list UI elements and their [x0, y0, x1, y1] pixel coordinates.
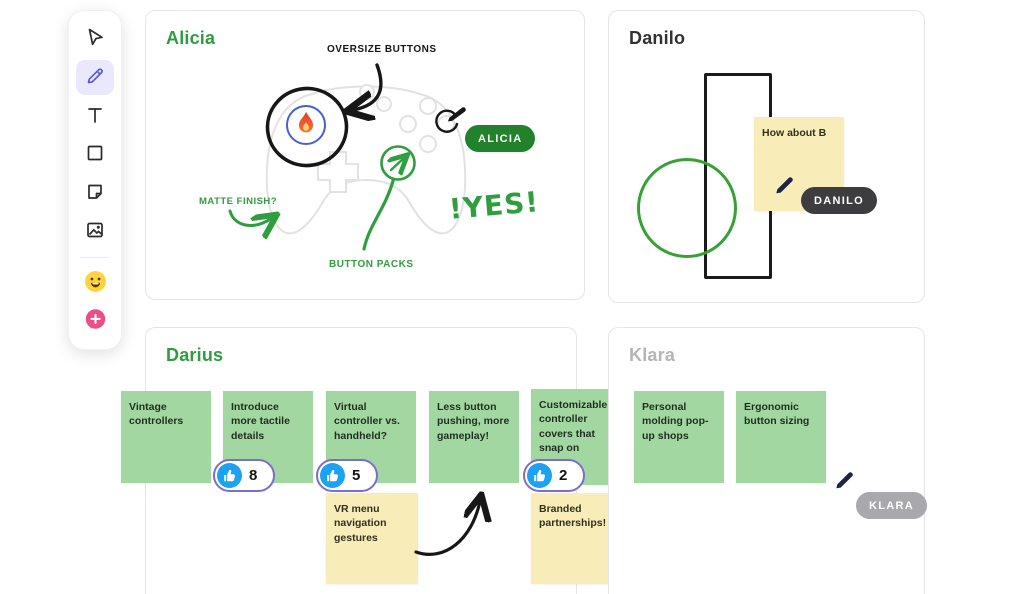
fire-emoji-sticker[interactable] [286, 105, 326, 145]
square-icon [84, 142, 106, 167]
shape-tool-button[interactable] [76, 137, 114, 173]
annotation-button-packs: BUTTON PACKS [329, 259, 414, 270]
fire-icon [293, 110, 319, 141]
toolbar-divider [80, 256, 110, 258]
sticky-note-icon [84, 181, 106, 206]
image-tool-button[interactable] [76, 214, 114, 250]
thumbs-up-icon [217, 463, 242, 488]
thumbs-up-icon [527, 463, 552, 488]
sticky-note[interactable]: Ergonomic button sizing [736, 391, 826, 483]
vote-pill[interactable]: 8 [213, 459, 275, 492]
sticky-note-tool-button[interactable] [76, 176, 114, 212]
vote-count: 2 [559, 467, 568, 484]
klara-cursor-label: KLARA [856, 492, 927, 519]
cursor-arrow-icon [84, 26, 106, 51]
add-reaction-button[interactable] [76, 303, 114, 339]
text-tool-button[interactable] [76, 98, 114, 134]
frame-danilo: Danilo How about B DANILO [608, 10, 925, 303]
emoji-tool-button[interactable] [76, 265, 114, 301]
alicia-cursor-label: ALICIA [465, 125, 536, 152]
image-icon [84, 219, 106, 244]
circle-shape[interactable] [637, 158, 737, 258]
frame-alicia-title: Alicia [166, 28, 216, 48]
vote-pill[interactable]: 2 [523, 459, 585, 492]
sticky-note[interactable]: Branded partnerships! [531, 493, 621, 584]
klara-pencil-cursor-icon [832, 466, 858, 497]
annotation-oversize-buttons: OVERSIZE BUTTONS [327, 44, 437, 55]
vote-count: 8 [249, 467, 258, 484]
smiley-emoji-icon [84, 270, 107, 296]
annotation-matte-finish: MATTE FINISH? [199, 196, 278, 207]
frame-darius: Darius Vintage controllers Introduce mor… [121, 327, 621, 594]
danilo-cursor-label: DANILO [801, 187, 877, 214]
frame-alicia: Alicia [145, 10, 585, 300]
vote-count: 5 [352, 467, 361, 484]
text-icon [84, 104, 106, 129]
frame-klara: Klara Personal molding pop-up shops Ergo… [608, 327, 927, 594]
plus-bubble-icon [84, 308, 107, 334]
game-controller-sketch [265, 84, 467, 235]
annotation-yes: !YES! [447, 185, 541, 226]
vote-pill[interactable]: 5 [316, 459, 378, 492]
sticky-note[interactable]: Personal molding pop-up shops [634, 391, 724, 483]
sticky-note[interactable]: Vintage controllers [121, 391, 211, 483]
alicia-pen-cursor-icon [432, 101, 466, 144]
frame-darius-title: Darius [166, 345, 224, 365]
sticky-note[interactable]: VR menu navigation gestures [326, 493, 418, 584]
thumbs-up-icon [320, 463, 345, 488]
draw-tool-button[interactable] [76, 59, 114, 96]
toolbar [68, 10, 122, 350]
sticky-note[interactable]: Less button pushing, more gameplay! [429, 391, 519, 483]
select-tool-button[interactable] [76, 21, 114, 57]
frame-danilo-title: Danilo [629, 28, 686, 48]
pencil-icon [84, 65, 106, 90]
frame-klara-title: Klara [629, 345, 676, 365]
